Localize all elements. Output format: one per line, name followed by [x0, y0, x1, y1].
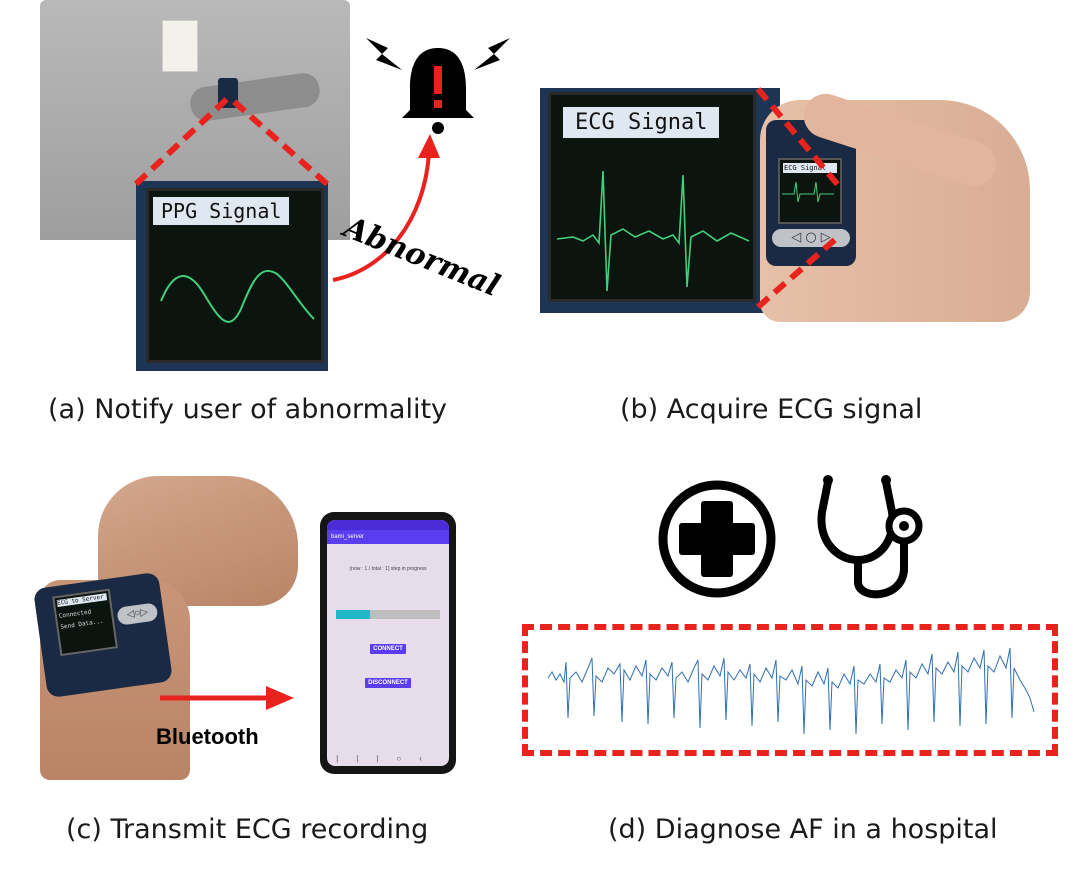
ecg-dashed-frame	[522, 624, 1058, 756]
progress-text: (now : 1 / total : 1) step in progress	[349, 566, 427, 572]
caption-d: (d) Diagnose AF in a hospital	[608, 814, 998, 845]
progress-fill	[336, 610, 371, 619]
medical-cross-icon	[658, 480, 776, 598]
ppg-waveform	[160, 269, 315, 323]
watch-buttons: ◁○▷	[116, 602, 159, 626]
watch-screen-label: ECG Signal	[783, 163, 837, 173]
wrist-watch: ECG to Server Connected Send Data... ◁○▷	[32, 571, 174, 699]
status-bar	[327, 520, 449, 530]
zoom-lines-b	[755, 87, 841, 310]
watch-screen: ECG to Server Connected Send Data...	[52, 588, 118, 657]
abnormal-arrow	[332, 134, 440, 282]
caption-a: (a) Notify user of abnormality	[48, 394, 448, 425]
ecg-screen-label: ECG Signal	[563, 107, 720, 138]
alarm-bell-icon	[402, 48, 474, 134]
progress-bar	[336, 610, 440, 619]
bluetooth-label: Bluetooth	[156, 724, 259, 749]
ecg-waveform-mini	[782, 181, 834, 203]
connect-button[interactable]: CONNECT	[370, 644, 406, 654]
watch-line: ECG to Server	[56, 593, 108, 608]
caption-b: (b) Acquire ECG signal	[620, 394, 923, 425]
caption-c: (c) Transmit ECG recording	[66, 814, 429, 845]
lightning-icon	[474, 38, 510, 70]
smartphone: bami_server (now : 1 / total : 1) step i…	[320, 512, 456, 774]
ppg-screen-label: PPG Signal	[153, 197, 290, 225]
ecg-screen: ECG Signal	[548, 92, 756, 302]
disconnect-button[interactable]: DISCONNECT	[365, 678, 411, 688]
app-title: bami_server	[331, 534, 365, 540]
ecg-waveform	[556, 170, 750, 292]
paper-cup	[162, 20, 198, 72]
stethoscope-icon	[817, 475, 923, 599]
app-bar: bami_server	[327, 530, 449, 544]
watch-line: Send Data...	[60, 617, 104, 631]
af-ecg-waveform	[547, 647, 1035, 735]
ppg-screen: PPG Signal	[146, 188, 324, 363]
bluetooth-arrow	[160, 686, 294, 710]
watch-screen: ECG Signal	[778, 158, 842, 224]
lightning-icon	[366, 38, 402, 70]
nav-bar: |||○‹	[336, 754, 440, 763]
phone-screen: bami_server (now : 1 / total : 1) step i…	[327, 520, 449, 766]
